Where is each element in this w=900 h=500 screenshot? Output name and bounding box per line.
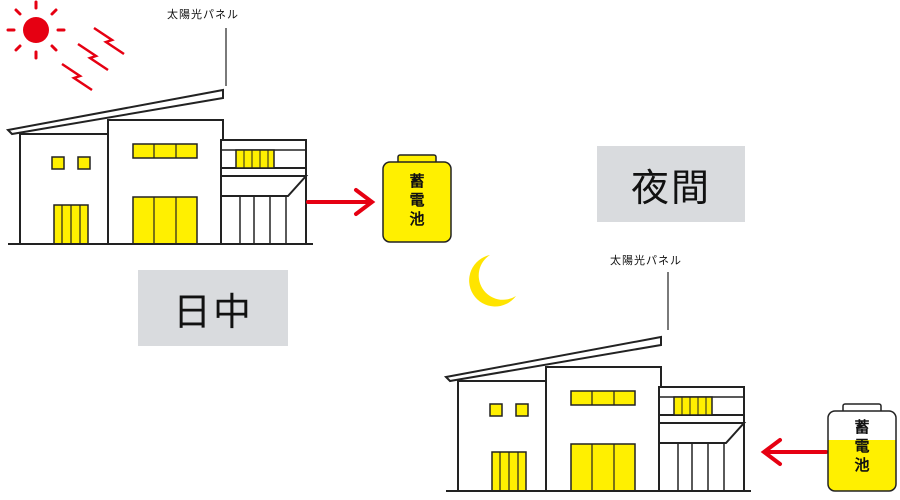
discharge-arrow-icon bbox=[760, 438, 828, 466]
sunlight-rays-icon bbox=[61, 26, 125, 92]
battery-label-day: 蓄 電 池 bbox=[402, 172, 432, 229]
charge-arrow-icon bbox=[306, 188, 376, 216]
battery-char: 蓄 bbox=[409, 172, 425, 190]
nighttime-label: 夜間 bbox=[597, 146, 745, 222]
battery-char: 池 bbox=[854, 456, 870, 474]
solar-panel-label-day: 太陽光パネル bbox=[167, 8, 239, 21]
battery-icon bbox=[827, 403, 897, 492]
moon-icon bbox=[469, 255, 516, 307]
solar-panel-label-night: 太陽光パネル bbox=[610, 254, 682, 267]
battery-char: 蓄 bbox=[854, 418, 870, 436]
battery-char: 電 bbox=[854, 437, 870, 455]
battery-char: 池 bbox=[409, 210, 425, 228]
house-icon bbox=[445, 336, 752, 492]
sun-icon bbox=[6, 0, 66, 60]
daytime-label: 日中 bbox=[138, 270, 288, 346]
battery-label-night: 蓄 電 池 bbox=[847, 418, 877, 475]
battery-char: 電 bbox=[409, 191, 425, 209]
battery-icon bbox=[382, 154, 452, 243]
house-icon bbox=[7, 89, 314, 245]
